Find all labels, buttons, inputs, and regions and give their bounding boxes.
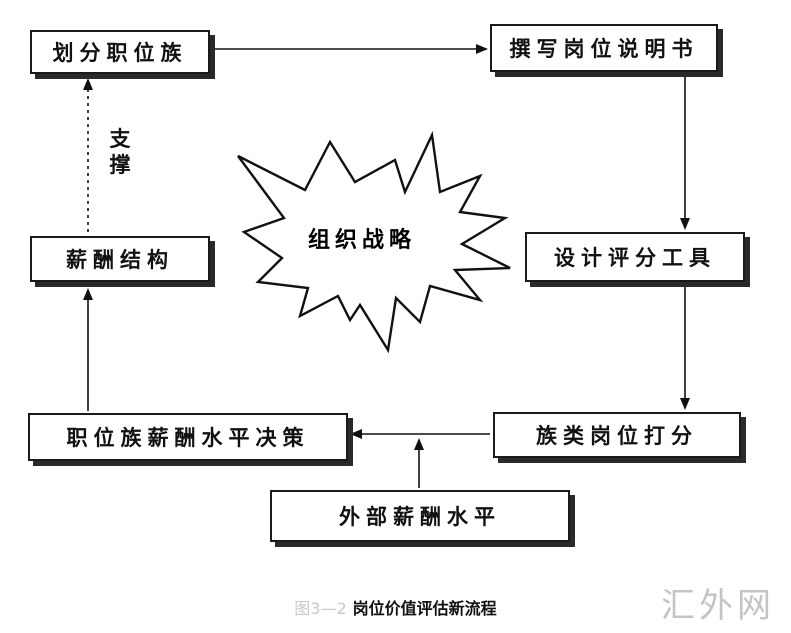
figure-number: 图3—2 <box>294 599 347 618</box>
node-design-tools: 设计评分工具 <box>525 232 745 282</box>
watermark: 汇外网 <box>661 586 775 626</box>
node-pay-level-decision: 职位族薪酬水平决策 <box>28 413 348 461</box>
node-divide-families-label: 划分职位族 <box>52 41 188 65</box>
node-design-tools-label: 设计评分工具 <box>554 246 716 270</box>
node-family-scoring-label: 族类岗位打分 <box>536 424 698 448</box>
node-family-scoring: 族类岗位打分 <box>493 412 741 458</box>
node-pay-structure: 薪酬结构 <box>30 236 210 282</box>
node-write-descriptions-label: 撰写岗位说明书 <box>509 37 699 61</box>
node-pay-structure-label: 薪酬结构 <box>66 248 174 272</box>
node-external-pay: 外部薪酬水平 <box>270 490 570 542</box>
node-pay-level-decision-label: 职位族薪酬水平决策 <box>66 426 310 450</box>
strategy-starburst <box>237 130 511 354</box>
support-char-top: 支 <box>109 127 131 151</box>
strategy-label: 组织战略 <box>308 227 416 253</box>
node-external-pay-label: 外部薪酬水平 <box>339 505 501 529</box>
figure-title: 岗位价值评估新流程 <box>352 599 497 618</box>
node-divide-families: 划分职位族 <box>30 30 210 74</box>
support-edge-label: 支 撑 <box>108 126 132 178</box>
support-char-bottom: 撑 <box>109 153 131 177</box>
figure-caption: 图3—2 岗位价值评估新流程 <box>0 595 791 619</box>
node-write-descriptions: 撰写岗位说明书 <box>490 24 718 72</box>
